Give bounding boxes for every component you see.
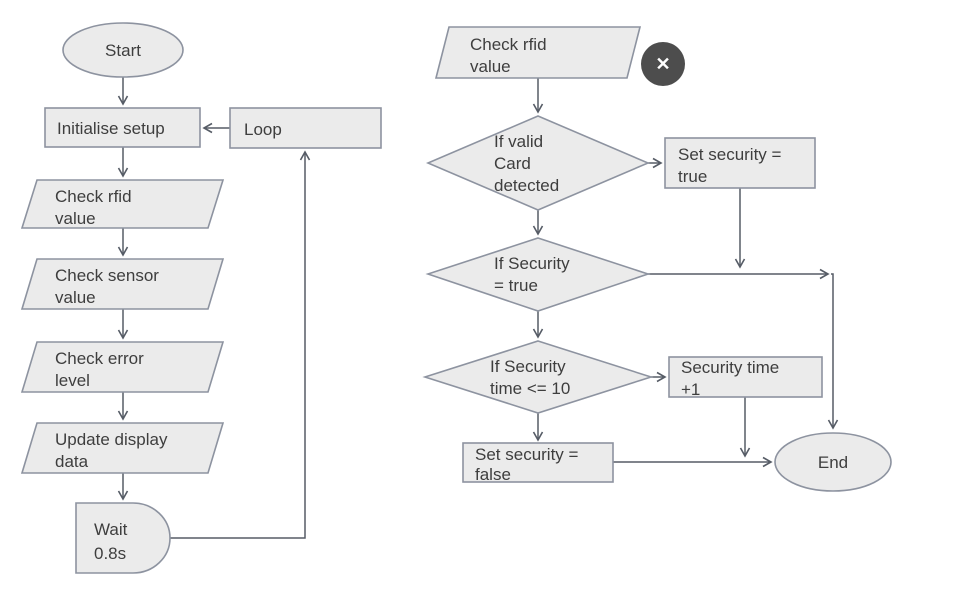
input-output-shape [20, 341, 225, 393]
node-if-valid-card-line1: If valid [494, 132, 543, 151]
close-icon-glyph: ✕ [655, 54, 670, 74]
node-check-rfid-right-line2: value [470, 57, 511, 76]
process-shape [668, 356, 823, 398]
input-output-shape [434, 26, 642, 79]
node-if-valid-card: If valid Card detected [425, 115, 651, 211]
node-check-error-line1: Check error [55, 349, 144, 368]
node-security-time-plus1: Security time +1 [668, 356, 823, 399]
input-output-shape [20, 258, 225, 310]
node-if-security-true-line1: If Security [494, 254, 570, 273]
node-loop-label: Loop [244, 120, 282, 139]
node-check-rfid-left-line1: Check rfid [55, 187, 132, 206]
close-button[interactable]: ✕ [641, 42, 685, 86]
node-set-security-false: Set security = false [462, 442, 614, 484]
node-check-rfid-left-line2: value [55, 209, 96, 228]
node-check-rfid-left: Check rfid value [20, 179, 225, 229]
node-wait: Wait 0.8s [75, 502, 171, 574]
node-set-security-true-line1: Set security = [678, 145, 782, 164]
node-check-error-line2: level [55, 371, 90, 390]
node-update-display: Update display data [20, 422, 225, 474]
terminator-shape [62, 22, 184, 78]
node-wait-line2: 0.8s [94, 544, 126, 563]
node-check-error: Check error level [20, 341, 225, 393]
connectors [117, 77, 839, 539]
node-check-rfid-right-line1: Check rfid [470, 35, 547, 54]
node-set-security-true-line2: true [678, 167, 707, 186]
decision-shape [422, 340, 654, 414]
node-loop: Loop [229, 107, 382, 149]
node-check-rfid-right: Check rfid value [434, 26, 642, 79]
input-output-shape [20, 422, 225, 474]
node-if-security-time-line1: If Security [490, 357, 566, 376]
node-if-valid-card-line2: Card [494, 154, 531, 173]
process-shape [664, 137, 816, 189]
node-start-label: Start [105, 41, 141, 60]
node-if-security-time-line2: time <= 10 [490, 379, 570, 398]
node-set-security-false-line2: false [475, 465, 511, 484]
node-if-security-true-line2: = true [494, 276, 538, 295]
node-if-valid-card-line3: detected [494, 176, 559, 195]
node-security-time-plus1-line2: +1 [681, 380, 700, 399]
process-shape [229, 107, 382, 149]
node-update-display-line1: Update display [55, 430, 168, 449]
node-check-sensor-line2: value [55, 288, 96, 307]
node-check-sensor-line1: Check sensor [55, 266, 159, 285]
delay-shape [75, 502, 171, 574]
node-start: Start [62, 22, 184, 78]
edge-right-down-to-end [827, 273, 839, 430]
input-output-shape [20, 179, 225, 229]
node-wait-line1: Wait [94, 520, 128, 539]
process-shape [44, 107, 201, 148]
close-icon[interactable] [641, 42, 685, 86]
terminator-shape [774, 432, 892, 492]
process-shape [462, 442, 614, 483]
edge-wait-to-loop [170, 150, 311, 539]
node-security-time-plus1-line1: Security time [681, 358, 779, 377]
node-end: End [774, 432, 892, 492]
node-update-display-line2: data [55, 452, 89, 471]
node-if-security-true: If Security = true [425, 237, 651, 312]
node-set-security-true: Set security = true [664, 137, 816, 189]
node-check-sensor: Check sensor value [20, 258, 225, 310]
node-end-label: End [818, 453, 848, 472]
decision-shape [425, 115, 651, 211]
node-if-security-time: If Security time <= 10 [422, 340, 654, 414]
decision-shape [425, 237, 651, 312]
node-initialise-setup: Initialise setup [44, 107, 201, 148]
node-initialise-setup-label: Initialise setup [57, 119, 165, 138]
node-set-security-false-line1: Set security = [475, 445, 579, 464]
